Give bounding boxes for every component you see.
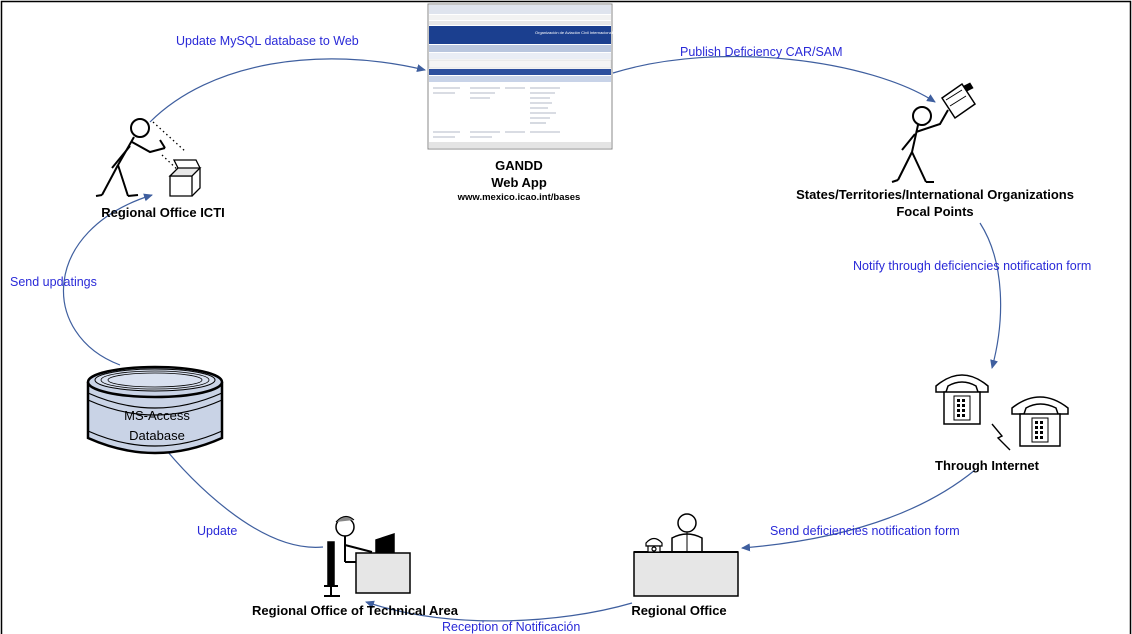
ict-label: Regional Office ICTI bbox=[101, 205, 225, 220]
desk-telephone-icon bbox=[645, 537, 663, 553]
edge-label-publish: Publish Deficiency CAR/SAM bbox=[680, 45, 843, 59]
arrow-database-to-ict bbox=[62, 193, 153, 366]
technical-area-label: Regional Office of Technical Area bbox=[252, 603, 459, 618]
database-label-line2: Database bbox=[129, 428, 185, 443]
internet-label: Through Internet bbox=[935, 458, 1040, 473]
telephone-icon-right bbox=[1011, 396, 1069, 447]
edge-label-update: Update bbox=[197, 524, 237, 538]
lightning-icon bbox=[991, 423, 1011, 451]
arrow-technical-to-database bbox=[157, 439, 324, 548]
person-with-letter-icon bbox=[891, 82, 977, 183]
arrow-internet-to-office bbox=[741, 469, 976, 552]
states-label-line1: States/Territories/International Organiz… bbox=[796, 187, 1074, 202]
telephone-icon-left bbox=[935, 374, 989, 425]
edge-label-send-form: Send deficiencies notification form bbox=[770, 524, 960, 538]
database-label-line1: MS-Access bbox=[124, 408, 190, 423]
person-with-box-icon bbox=[95, 118, 202, 197]
webapp-url: www.mexico.icao.int/bases bbox=[457, 192, 581, 203]
arrow-ict-to-webapp bbox=[149, 58, 426, 123]
webapp-screenshot: Organización de Aviación Civil Internaci… bbox=[427, 3, 613, 150]
states-label-line2: Focal Points bbox=[896, 204, 973, 219]
arrow-states-to-internet bbox=[979, 222, 1002, 369]
webapp-title: GANDD bbox=[495, 158, 543, 173]
webapp-screenshot-header: Organización de Aviación Civil Internaci… bbox=[535, 30, 613, 35]
database-icon bbox=[86, 365, 224, 455]
person-at-desk-icon bbox=[633, 513, 739, 597]
edge-label-reception: Reception of Notificación bbox=[442, 620, 580, 634]
arrow-office-to-technical bbox=[365, 600, 633, 622]
edge-label-update-mysql: Update MySQL database to Web bbox=[176, 34, 359, 48]
person-at-computer-icon bbox=[324, 516, 411, 597]
edge-label-send-updatings: Send updatings bbox=[10, 275, 97, 289]
regional-office-label: Regional Office bbox=[631, 603, 726, 618]
webapp-subtitle: Web App bbox=[491, 175, 547, 190]
edge-label-notify: Notify through deficiencies notification… bbox=[853, 259, 1091, 273]
arrow-webapp-to-states bbox=[612, 55, 936, 103]
